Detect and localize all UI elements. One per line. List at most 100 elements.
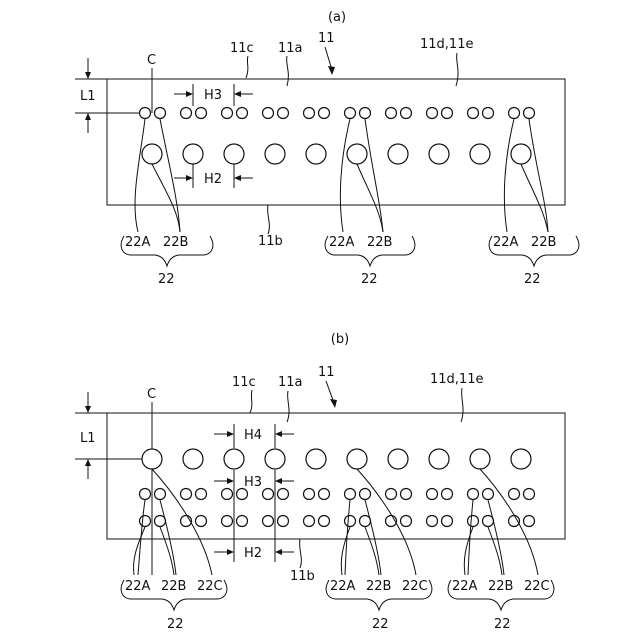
dim-h2-a: H2 <box>204 172 222 187</box>
label-22-2: 22 <box>361 272 378 287</box>
small-hole <box>401 489 412 500</box>
ref-11a-a: 11a <box>278 41 303 56</box>
leader-22b-3b <box>521 164 548 232</box>
ref-11c-b: 11c <box>232 375 256 390</box>
label-b-22b-1: 22B <box>161 579 186 594</box>
ref-11-b: 11 <box>318 365 335 380</box>
dim-l1-a: L1 <box>80 89 96 104</box>
leader-11b-b <box>300 539 302 568</box>
small-hole <box>360 489 371 500</box>
leader-22a-1 <box>135 119 145 232</box>
large-hole <box>306 144 326 164</box>
large-hole <box>429 144 449 164</box>
small-hole <box>345 108 356 119</box>
h3-arrowhead-left-a <box>186 91 193 97</box>
small-holes-a <box>140 108 535 119</box>
small-hole <box>401 516 412 527</box>
large-hole <box>511 449 531 469</box>
label-b-22a-3: 22A <box>452 579 478 594</box>
label-b-22c-1: 22C <box>197 579 223 594</box>
large-hole <box>347 144 367 164</box>
figure-a-caption: (a) <box>328 10 346 25</box>
small-hole <box>181 108 192 119</box>
large-hole <box>306 449 326 469</box>
large-hole <box>183 144 203 164</box>
ref-11de-a: 11d,11e <box>420 37 473 52</box>
small-hole <box>483 516 494 527</box>
small-hole <box>524 516 535 527</box>
small-hole <box>524 489 535 500</box>
group-leaders-a <box>135 119 548 232</box>
small-hole <box>442 516 453 527</box>
small-hole <box>345 516 356 527</box>
small-hole <box>222 108 233 119</box>
leader-11c-b <box>250 390 252 413</box>
small-hole <box>222 516 233 527</box>
leader-b-22a-2b <box>345 500 350 575</box>
dim-h3-b: H3 <box>244 475 262 490</box>
leader-11a-a <box>287 56 289 86</box>
small-hole <box>468 489 479 500</box>
label-b-22a-1: 22A <box>125 579 151 594</box>
label-22b-1: 22B <box>163 235 188 250</box>
small-hole <box>263 516 274 527</box>
h3-arrowhead-right-b <box>275 478 282 484</box>
label-22a-3: 22A <box>493 235 519 250</box>
leader-b-22a-1a <box>133 527 145 575</box>
small-hole <box>319 516 330 527</box>
label-22b-3: 22B <box>531 235 556 250</box>
large-hole <box>265 449 285 469</box>
dim-h2-b: H2 <box>244 546 262 561</box>
small-hole <box>509 108 520 119</box>
small-hole <box>319 489 330 500</box>
large-hole <box>224 449 244 469</box>
small-hole <box>140 516 151 527</box>
large-hole <box>470 144 490 164</box>
dim-l1-b: L1 <box>80 431 96 446</box>
small-hole <box>483 489 494 500</box>
ref-11-a: 11 <box>318 31 335 46</box>
leader-11b-a <box>268 205 270 234</box>
large-hole <box>224 144 244 164</box>
large-hole <box>347 449 367 469</box>
label-b-22c-3: 22C <box>524 579 550 594</box>
large-holes-b <box>142 449 531 469</box>
small-hole <box>386 489 397 500</box>
small-hole <box>468 516 479 527</box>
small-holes-b-row2 <box>140 516 535 527</box>
small-hole <box>401 108 412 119</box>
small-hole <box>263 489 274 500</box>
large-hole <box>511 144 531 164</box>
leader-b-22b-3b <box>488 500 504 575</box>
label-b-22-3: 22 <box>494 617 511 632</box>
large-hole <box>265 144 285 164</box>
leader-22b-3a <box>529 119 548 232</box>
ref-c-b: C <box>147 387 156 402</box>
leader-b-22a-3b <box>468 500 473 575</box>
h2-arrowhead-right-a <box>234 175 241 181</box>
small-hole <box>360 108 371 119</box>
small-hole <box>237 516 248 527</box>
h3-arrowhead-left-b <box>227 478 234 484</box>
l1-arrowhead-bottom-b <box>85 459 91 466</box>
small-hole <box>155 108 166 119</box>
h2-arrowhead-left-b <box>227 549 234 555</box>
h2-arrowhead-left-a <box>186 175 193 181</box>
small-hole <box>181 489 192 500</box>
large-holes-a <box>142 144 531 164</box>
small-hole <box>386 108 397 119</box>
leader-11de-b <box>461 388 463 422</box>
small-hole <box>427 108 438 119</box>
large-hole <box>388 449 408 469</box>
large-hole <box>183 449 203 469</box>
small-hole <box>509 489 520 500</box>
leader-22b-2a <box>365 119 383 232</box>
small-hole <box>483 108 494 119</box>
label-b-22c-2: 22C <box>402 579 428 594</box>
arrow-11-b <box>330 399 337 408</box>
small-hole <box>196 489 207 500</box>
small-hole <box>278 489 289 500</box>
leader-22b-1a <box>160 119 180 232</box>
small-hole <box>345 489 356 500</box>
